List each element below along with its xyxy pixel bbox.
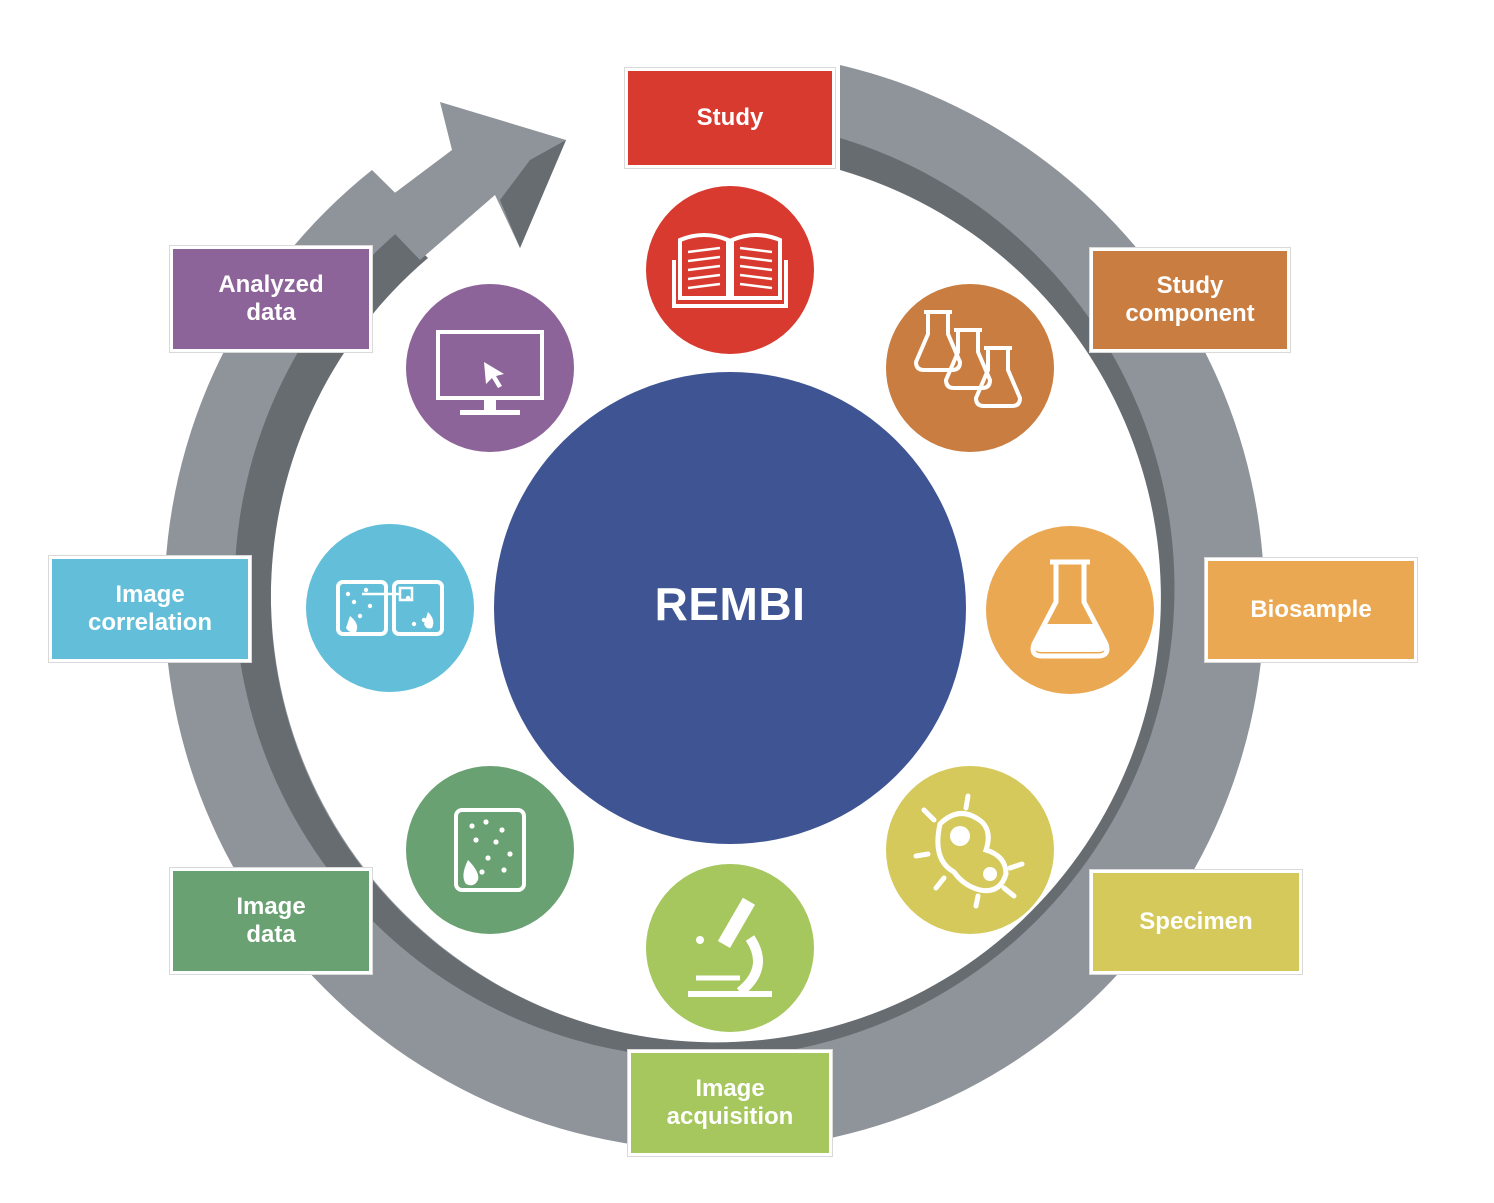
step-label-image-correlation-text: Image correlation — [87, 581, 213, 636]
step-label-study-text: Study — [696, 104, 764, 131]
step-label-biosample-text: Biosample — [1250, 596, 1372, 623]
step-label-study: Study — [624, 67, 836, 169]
step-label-image-correlation: Image correlation — [48, 555, 252, 663]
cycle-arrowhead-shade — [500, 140, 566, 248]
step-label-image-acquisition: Image acquisition — [627, 1049, 833, 1157]
book-icon — [672, 233, 788, 308]
step-label-study-component-text: Study component — [1125, 272, 1255, 327]
three-flasks-icon — [913, 310, 1023, 408]
monitor-cursor-icon — [436, 330, 544, 415]
step-label-image-data: Image data — [169, 867, 373, 975]
step-label-image-data-text: Image data — [236, 893, 306, 948]
step-circle-7 — [306, 524, 474, 692]
flask-icon — [1030, 559, 1110, 659]
step-label-analyzed-data-text: Analyzed data — [218, 271, 324, 326]
cell-icon — [913, 793, 1025, 909]
step-label-image-acquisition-text: Image acquisition — [666, 1075, 794, 1130]
center-title: REMBI — [654, 578, 806, 630]
correlated-images-icon — [336, 580, 444, 636]
step-label-specimen-text: Specimen — [1139, 908, 1253, 935]
image-grid-icon — [454, 808, 526, 892]
step-label-biosample: Biosample — [1204, 557, 1418, 663]
step-label-specimen: Specimen — [1089, 869, 1303, 975]
step-label-study-component: Study component — [1089, 247, 1291, 353]
step-label-analyzed-data: Analyzed data — [169, 245, 373, 353]
step-circle-3 — [986, 526, 1154, 694]
microscope-icon — [688, 897, 772, 997]
center-circle — [494, 372, 966, 844]
step-circle-6 — [406, 766, 574, 934]
